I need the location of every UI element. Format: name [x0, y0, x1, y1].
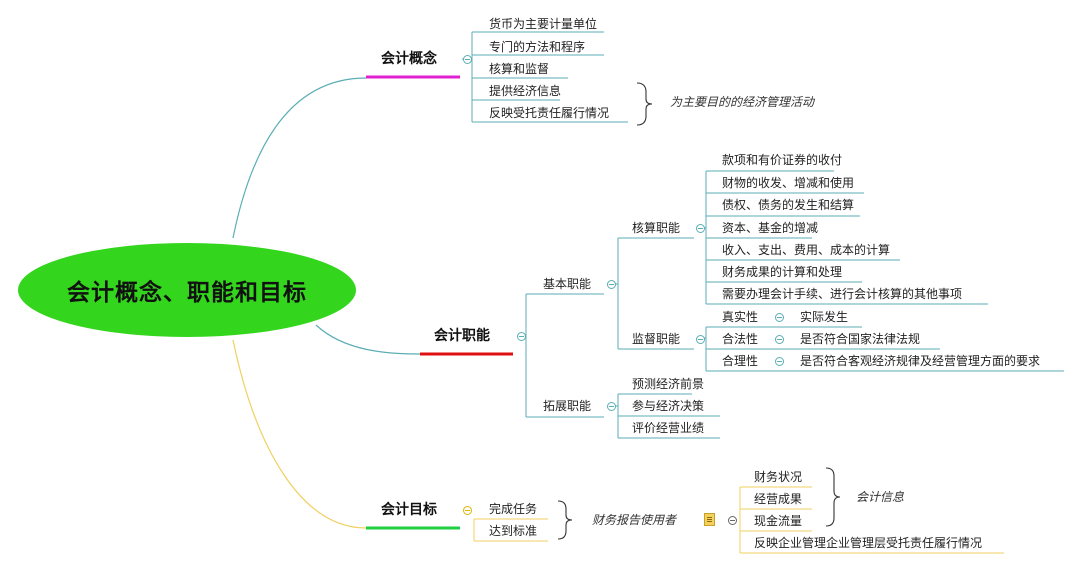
supervision-item-desc[interactable]: 实际发生: [800, 310, 849, 324]
collapse-toggle-icon[interactable]: [607, 280, 616, 289]
supervision-item-name[interactable]: 真实性: [722, 310, 759, 324]
collapse-toggle-icon[interactable]: [463, 506, 472, 515]
concept-item[interactable]: 核算和监督: [489, 62, 550, 76]
extended-item[interactable]: 参与经济决策: [632, 399, 705, 413]
supervision-item-desc[interactable]: 是否符合国家法律法规: [800, 332, 921, 346]
basic-function-node[interactable]: 基本职能: [543, 277, 592, 291]
collapse-toggle-icon[interactable]: [775, 313, 784, 322]
collapse-toggle-icon[interactable]: [775, 357, 784, 366]
info-item[interactable]: 现金流量: [754, 514, 803, 528]
goal-task[interactable]: 完成任务: [489, 502, 538, 516]
accounting-item[interactable]: 财物的收发、增减和使用: [722, 176, 855, 190]
supervision-item-name[interactable]: 合理性: [722, 354, 759, 368]
supervision-function-node[interactable]: 监督职能: [632, 332, 681, 346]
accounting-function-node[interactable]: 核算职能: [632, 221, 681, 235]
root-label: 会计概念、职能和目标: [67, 280, 307, 306]
extended-item[interactable]: 预测经济前景: [632, 377, 705, 391]
root-node[interactable]: 会计概念、职能和目标: [18, 243, 356, 337]
goal-task[interactable]: 达到标准: [489, 524, 538, 538]
branch-function[interactable]: 会计职能: [434, 328, 490, 344]
report-users-label[interactable]: 财务报告使用者: [592, 513, 677, 527]
goal-extra-item[interactable]: 反映企业管理企业管理层受托责任履行情况: [754, 536, 983, 550]
extended-item[interactable]: 评价经营业绩: [632, 421, 705, 435]
note-icon[interactable]: [704, 513, 715, 526]
accounting-item[interactable]: 资本、基金的增减: [722, 221, 819, 235]
collapse-toggle-icon[interactable]: [517, 332, 526, 341]
supervision-item-desc[interactable]: 是否符合客观经济规律及经营管理方面的要求: [800, 354, 1041, 368]
accounting-item[interactable]: 债权、债务的发生和结算: [722, 198, 855, 212]
concept-item[interactable]: 货币为主要计量单位: [489, 17, 598, 31]
brace-icon: [636, 82, 653, 126]
collapse-toggle-icon[interactable]: [463, 55, 472, 64]
info-item[interactable]: 财务状况: [754, 470, 803, 484]
collapse-toggle-icon[interactable]: [607, 402, 616, 411]
accounting-item[interactable]: 财务成果的计算和处理: [722, 265, 843, 279]
concept-item[interactable]: 提供经济信息: [489, 84, 562, 98]
extended-function-node[interactable]: 拓展职能: [543, 399, 592, 413]
info-brace-note: 会计信息: [856, 490, 905, 504]
concept-brace-note: 为主要目的的经济管理活动: [670, 95, 815, 109]
collapse-toggle-icon[interactable]: [696, 224, 705, 233]
accounting-item[interactable]: 收入、支出、费用、成本的计算: [722, 243, 891, 257]
branch-concept[interactable]: 会计概念: [381, 51, 437, 67]
concept-item[interactable]: 专门的方法和程序: [489, 40, 586, 54]
accounting-item[interactable]: 款项和有价证券的收付: [722, 153, 843, 167]
collapse-toggle-icon[interactable]: [696, 335, 705, 344]
info-item[interactable]: 经营成果: [754, 492, 803, 506]
collapse-toggle-icon[interactable]: [728, 516, 737, 525]
supervision-item-name[interactable]: 合法性: [722, 332, 759, 346]
branch-goal[interactable]: 会计目标: [381, 502, 437, 518]
accounting-item[interactable]: 需要办理会计手续、进行会计核算的其他事项: [722, 287, 963, 301]
concept-item[interactable]: 反映受托责任履行情况: [489, 106, 610, 120]
collapse-toggle-icon[interactable]: [775, 335, 784, 344]
